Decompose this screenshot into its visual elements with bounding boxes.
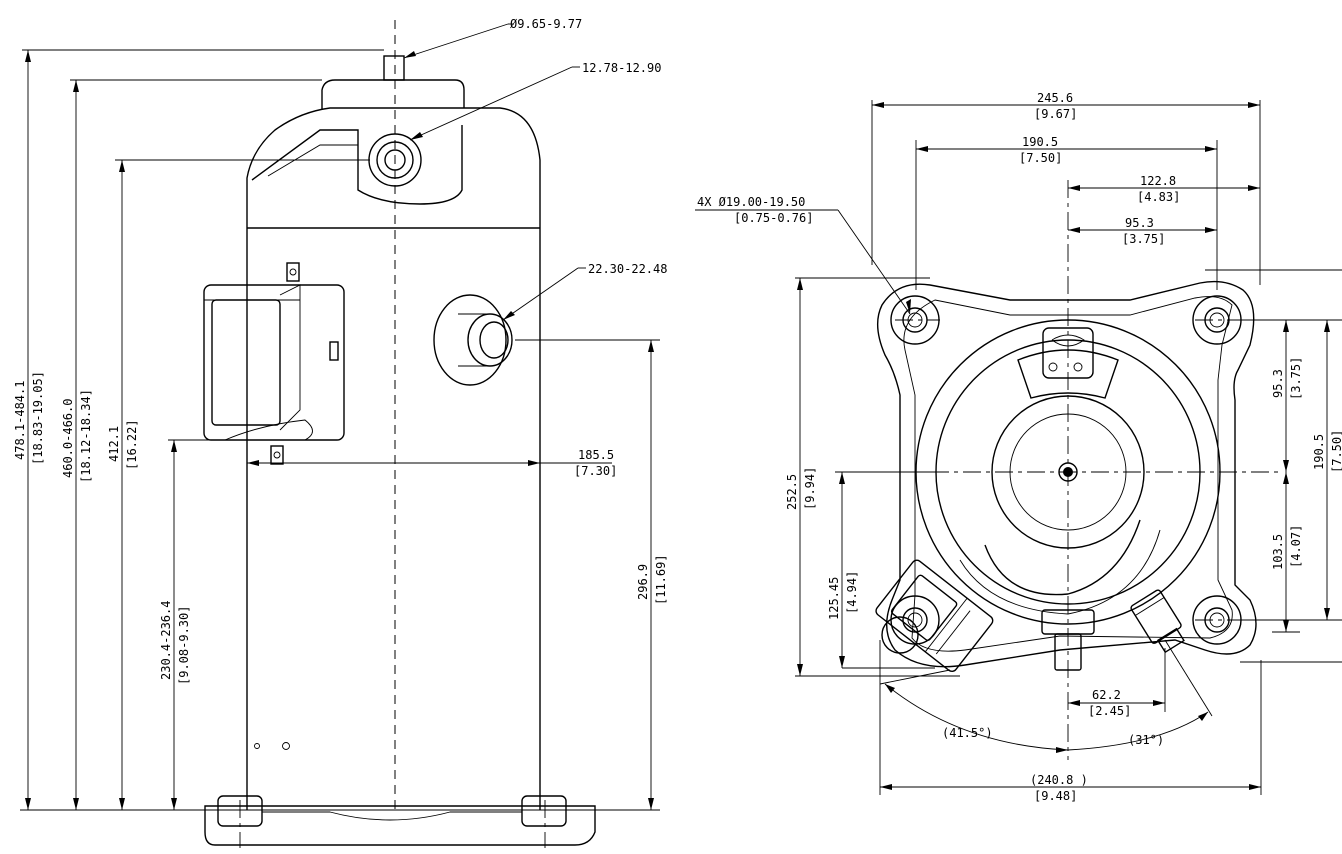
offset-in: [2.45] [1088,704,1131,718]
angle-right-label: (31°) [1128,733,1164,747]
mount-holes-in: [0.75-0.76] [734,211,813,225]
mount-width-in: [7.50] [1019,151,1062,165]
box-height-in: [9.08-9.30] [177,606,191,685]
suction-diameter-label: 12.78-12.90 [582,61,661,75]
center-height-mm: 125.45 [827,577,841,620]
overall-height-in: [9.94] [803,467,817,510]
overall-width-mm: 245.6 [1037,91,1073,105]
mount-holes-mm: 4X Ø19.00-19.50 [697,195,805,209]
half-width-mm: 122.8 [1140,174,1176,188]
shell-height-mm: 460.0-466.0 [61,399,75,478]
half-mount-mm: 95.3 [1125,216,1154,230]
bottom-width-mm: (240.8 ) [1030,773,1088,787]
mount-upper-mm: 95.3 [1271,369,1285,398]
angle-left-label: (41.5°) [942,726,993,740]
shell-height-in: [18.12-18.34] [79,389,93,483]
pipe-diameter-label: Ø9.65-9.77 [510,17,582,31]
overall-width-in: [9.67] [1034,107,1077,121]
side-view: Ø9.65-9.77 12.78-12.90 22.30-22.48 185.5… [13,17,668,848]
mount-width-mm: 190.5 [1022,135,1058,149]
half-mount-in: [3.75] [1122,232,1165,246]
suction-height-in: [16.22] [125,419,139,470]
discharge-height-in: [11.69] [654,554,668,605]
center-height-in: [4.94] [845,571,859,614]
discharge-width-mm: 185.5 [578,448,614,462]
overall-height-mm: 252.5 [785,474,799,510]
lower-height-mm: 103.5 [1271,534,1285,570]
mount-full-mm: 190.5 [1312,434,1326,470]
discharge-height-mm: 296.9 [636,564,650,600]
top-view: 245.6 [9.67] 190.5 [7.50] 122.8 [4.83] 9… [695,91,1342,803]
suction-height-mm: 412.1 [107,426,121,462]
lower-height-in: [4.07] [1289,525,1303,568]
box-height-mm: 230.4-236.4 [159,601,173,680]
discharge-width-in: [7.30] [574,464,617,478]
mount-full-in: [7.50] [1330,430,1342,473]
bottom-width-in: [9.48] [1034,789,1077,803]
offset-mm: 62.2 [1092,688,1121,702]
half-width-in: [4.83] [1137,190,1180,204]
overall-height-mm: 478.1-484.1 [13,381,27,460]
discharge-diameter-label: 22.30-22.48 [588,262,667,276]
overall-height-in: [18.83-19.05] [31,371,45,465]
mount-upper-in: [3.75] [1289,357,1303,400]
